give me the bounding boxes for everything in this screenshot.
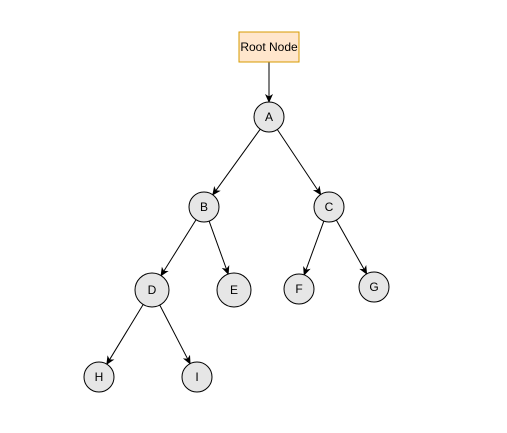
edge-a-to-b	[212, 128, 261, 196]
node-c-label: C	[325, 200, 334, 214]
edge-a-to-c	[276, 129, 322, 196]
root-node-box	[238, 31, 300, 63]
node-b-circle	[188, 191, 220, 223]
root-node[interactable]: Root Node	[238, 31, 300, 63]
tree-node-e[interactable]: E	[216, 272, 252, 308]
tree-node-b[interactable]: B	[188, 191, 220, 223]
node-d-label: D	[148, 283, 157, 297]
tree-node-d[interactable]: D	[134, 272, 170, 308]
node-i-circle	[181, 361, 213, 393]
node-f-label: F	[295, 282, 302, 296]
tree-node-c[interactable]: C	[313, 191, 345, 223]
edge-c-to-g	[335, 219, 368, 275]
node-f-circle	[283, 273, 315, 305]
edge-c-to-f	[303, 220, 325, 276]
node-a-circle	[253, 101, 285, 133]
edge-d-to-h	[106, 304, 144, 366]
tree-node-i[interactable]: I	[181, 361, 213, 393]
node-g-circle	[358, 271, 390, 303]
edges-layer	[106, 62, 368, 366]
tree-node-g[interactable]: G	[358, 271, 390, 303]
tree-node-a[interactable]: A	[253, 101, 285, 133]
node-c-circle	[313, 191, 345, 223]
node-h-label: H	[95, 370, 104, 384]
node-d-circle	[134, 272, 170, 308]
edge-d-to-i	[159, 304, 191, 365]
node-e-label: E	[230, 283, 238, 297]
tree-node-h[interactable]: H	[83, 361, 115, 393]
node-h-circle	[83, 361, 115, 393]
node-g-label: G	[369, 280, 378, 294]
edge-b-to-e	[208, 220, 230, 275]
tree-node-f[interactable]: F	[283, 273, 315, 305]
node-e-circle	[216, 272, 252, 308]
node-i-label: I	[195, 370, 198, 384]
node-a-label: A	[265, 110, 273, 124]
edge-b-to-d	[160, 219, 197, 277]
root-node-label: Root Node	[240, 40, 298, 54]
node-b-label: B	[200, 200, 208, 214]
